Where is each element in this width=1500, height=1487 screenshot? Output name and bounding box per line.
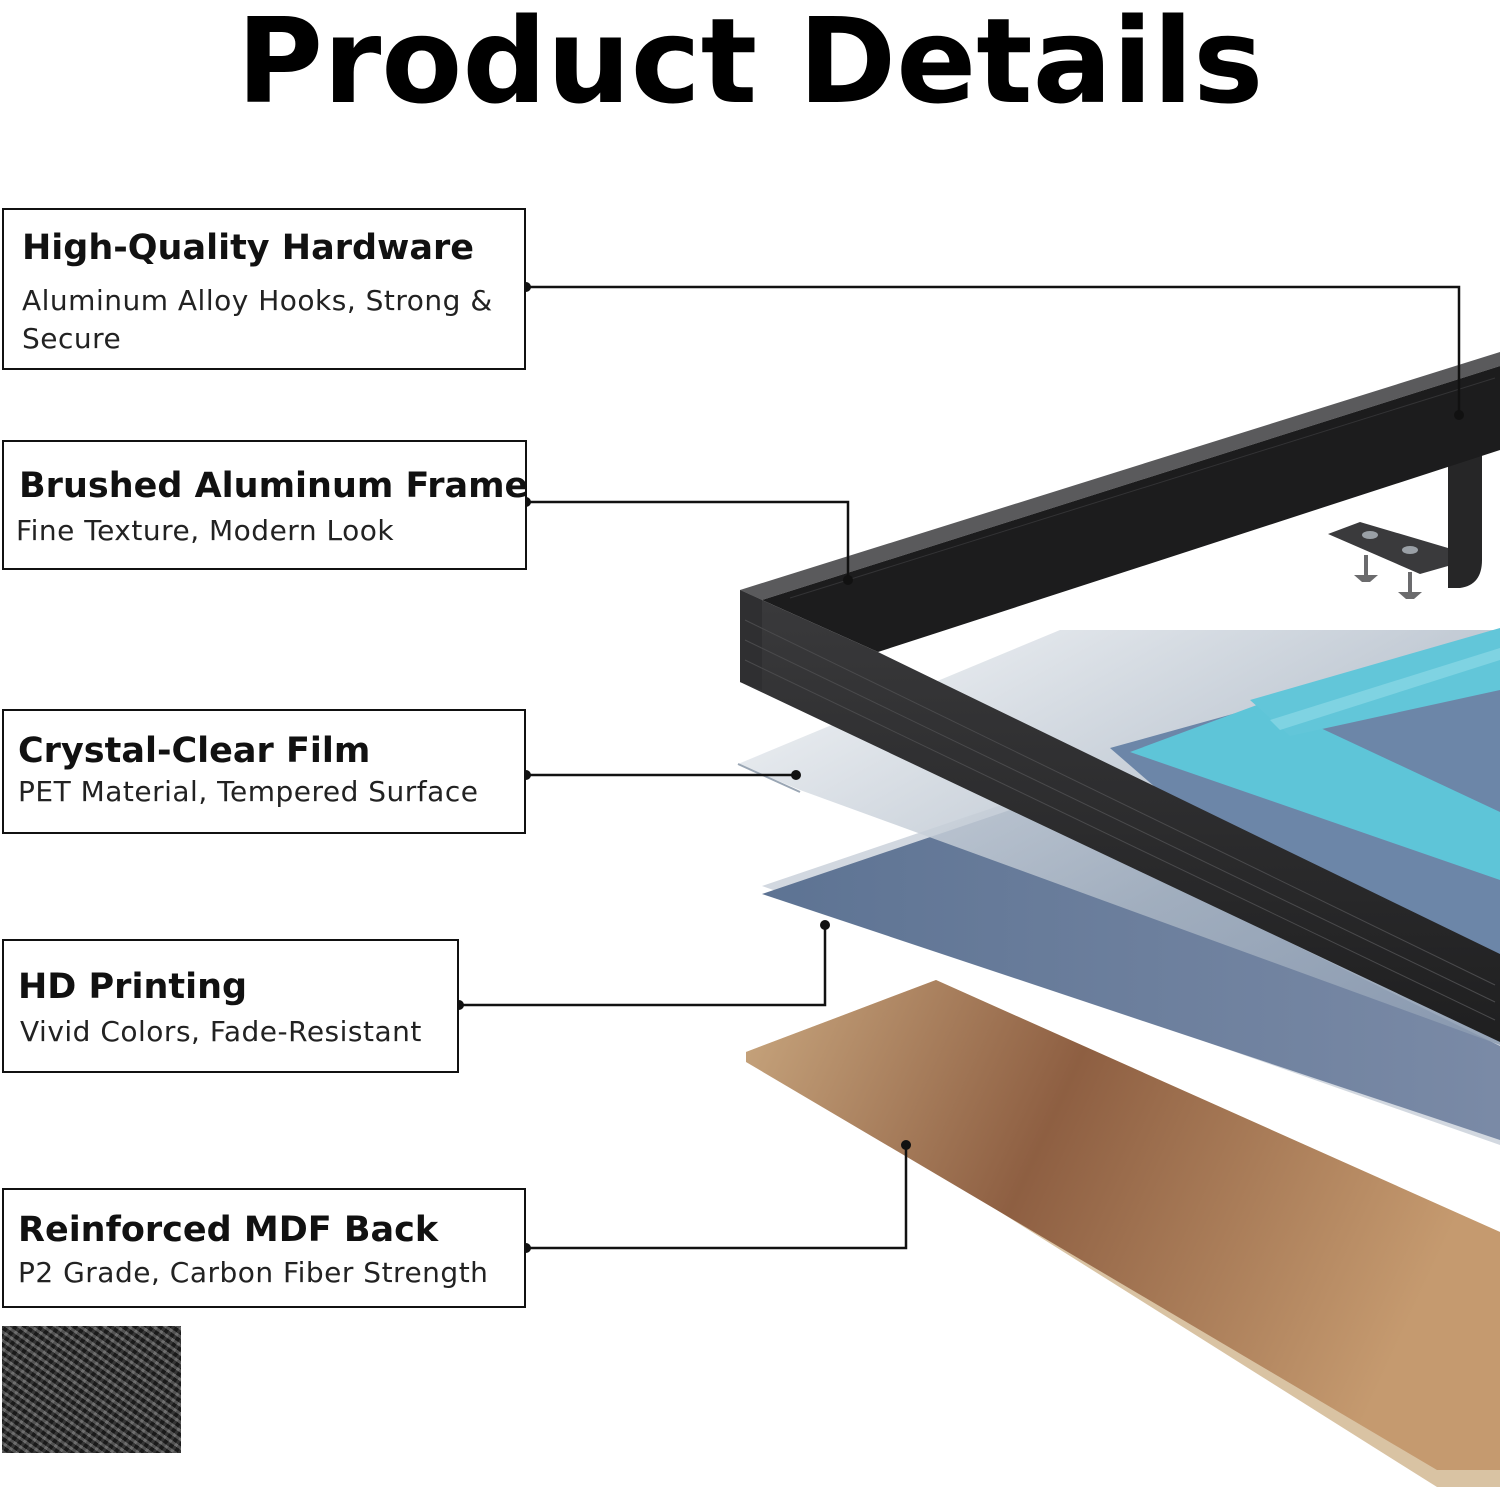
- hd-print-layer: [762, 800, 1500, 1145]
- aluminum-frame: [740, 352, 1500, 1042]
- feature-description: Vivid Colors, Fade-Resistant: [20, 1015, 422, 1048]
- callout-line-hardware: [526, 285, 1461, 415]
- callout-line-print: [459, 925, 827, 1007]
- feature-card-film: Crystal-Clear Film PET Material, Tempere…: [2, 709, 526, 834]
- page-title: Product Details: [236, 0, 1264, 130]
- feature-description: P2 Grade, Carbon Fiber Strength: [18, 1256, 489, 1289]
- callout-line-frame: [526, 500, 850, 580]
- feature-description: Aluminum Alloy Hooks, Strong & Secure: [22, 284, 493, 355]
- callout-line-mdf: [526, 1145, 908, 1250]
- feature-heading: Crystal-Clear Film: [18, 731, 371, 771]
- feature-card-printing: HD Printing Vivid Colors, Fade-Resistant: [2, 939, 459, 1073]
- feature-heading: High-Quality Hardware: [22, 228, 474, 268]
- feature-heading: Brushed Aluminum Frame: [19, 466, 529, 506]
- feature-heading: Reinforced MDF Back: [18, 1210, 439, 1250]
- feature-card-hardware: High-Quality Hardware Aluminum Alloy Hoo…: [2, 208, 526, 370]
- feature-description: PET Material, Tempered Surface: [18, 775, 479, 808]
- feature-card-frame: Brushed Aluminum Frame Fine Texture, Mod…: [2, 440, 529, 570]
- feature-description: Fine Texture, Modern Look: [16, 514, 395, 547]
- feature-heading: HD Printing: [18, 967, 248, 1007]
- mdf-back-layer: [746, 980, 1500, 1487]
- carbon-fiber-texture-swatch: [2, 1326, 181, 1453]
- callout-lines: [459, 285, 1461, 1250]
- feature-card-mdf-back: Reinforced MDF Back P2 Grade, Carbon Fib…: [2, 1188, 526, 1308]
